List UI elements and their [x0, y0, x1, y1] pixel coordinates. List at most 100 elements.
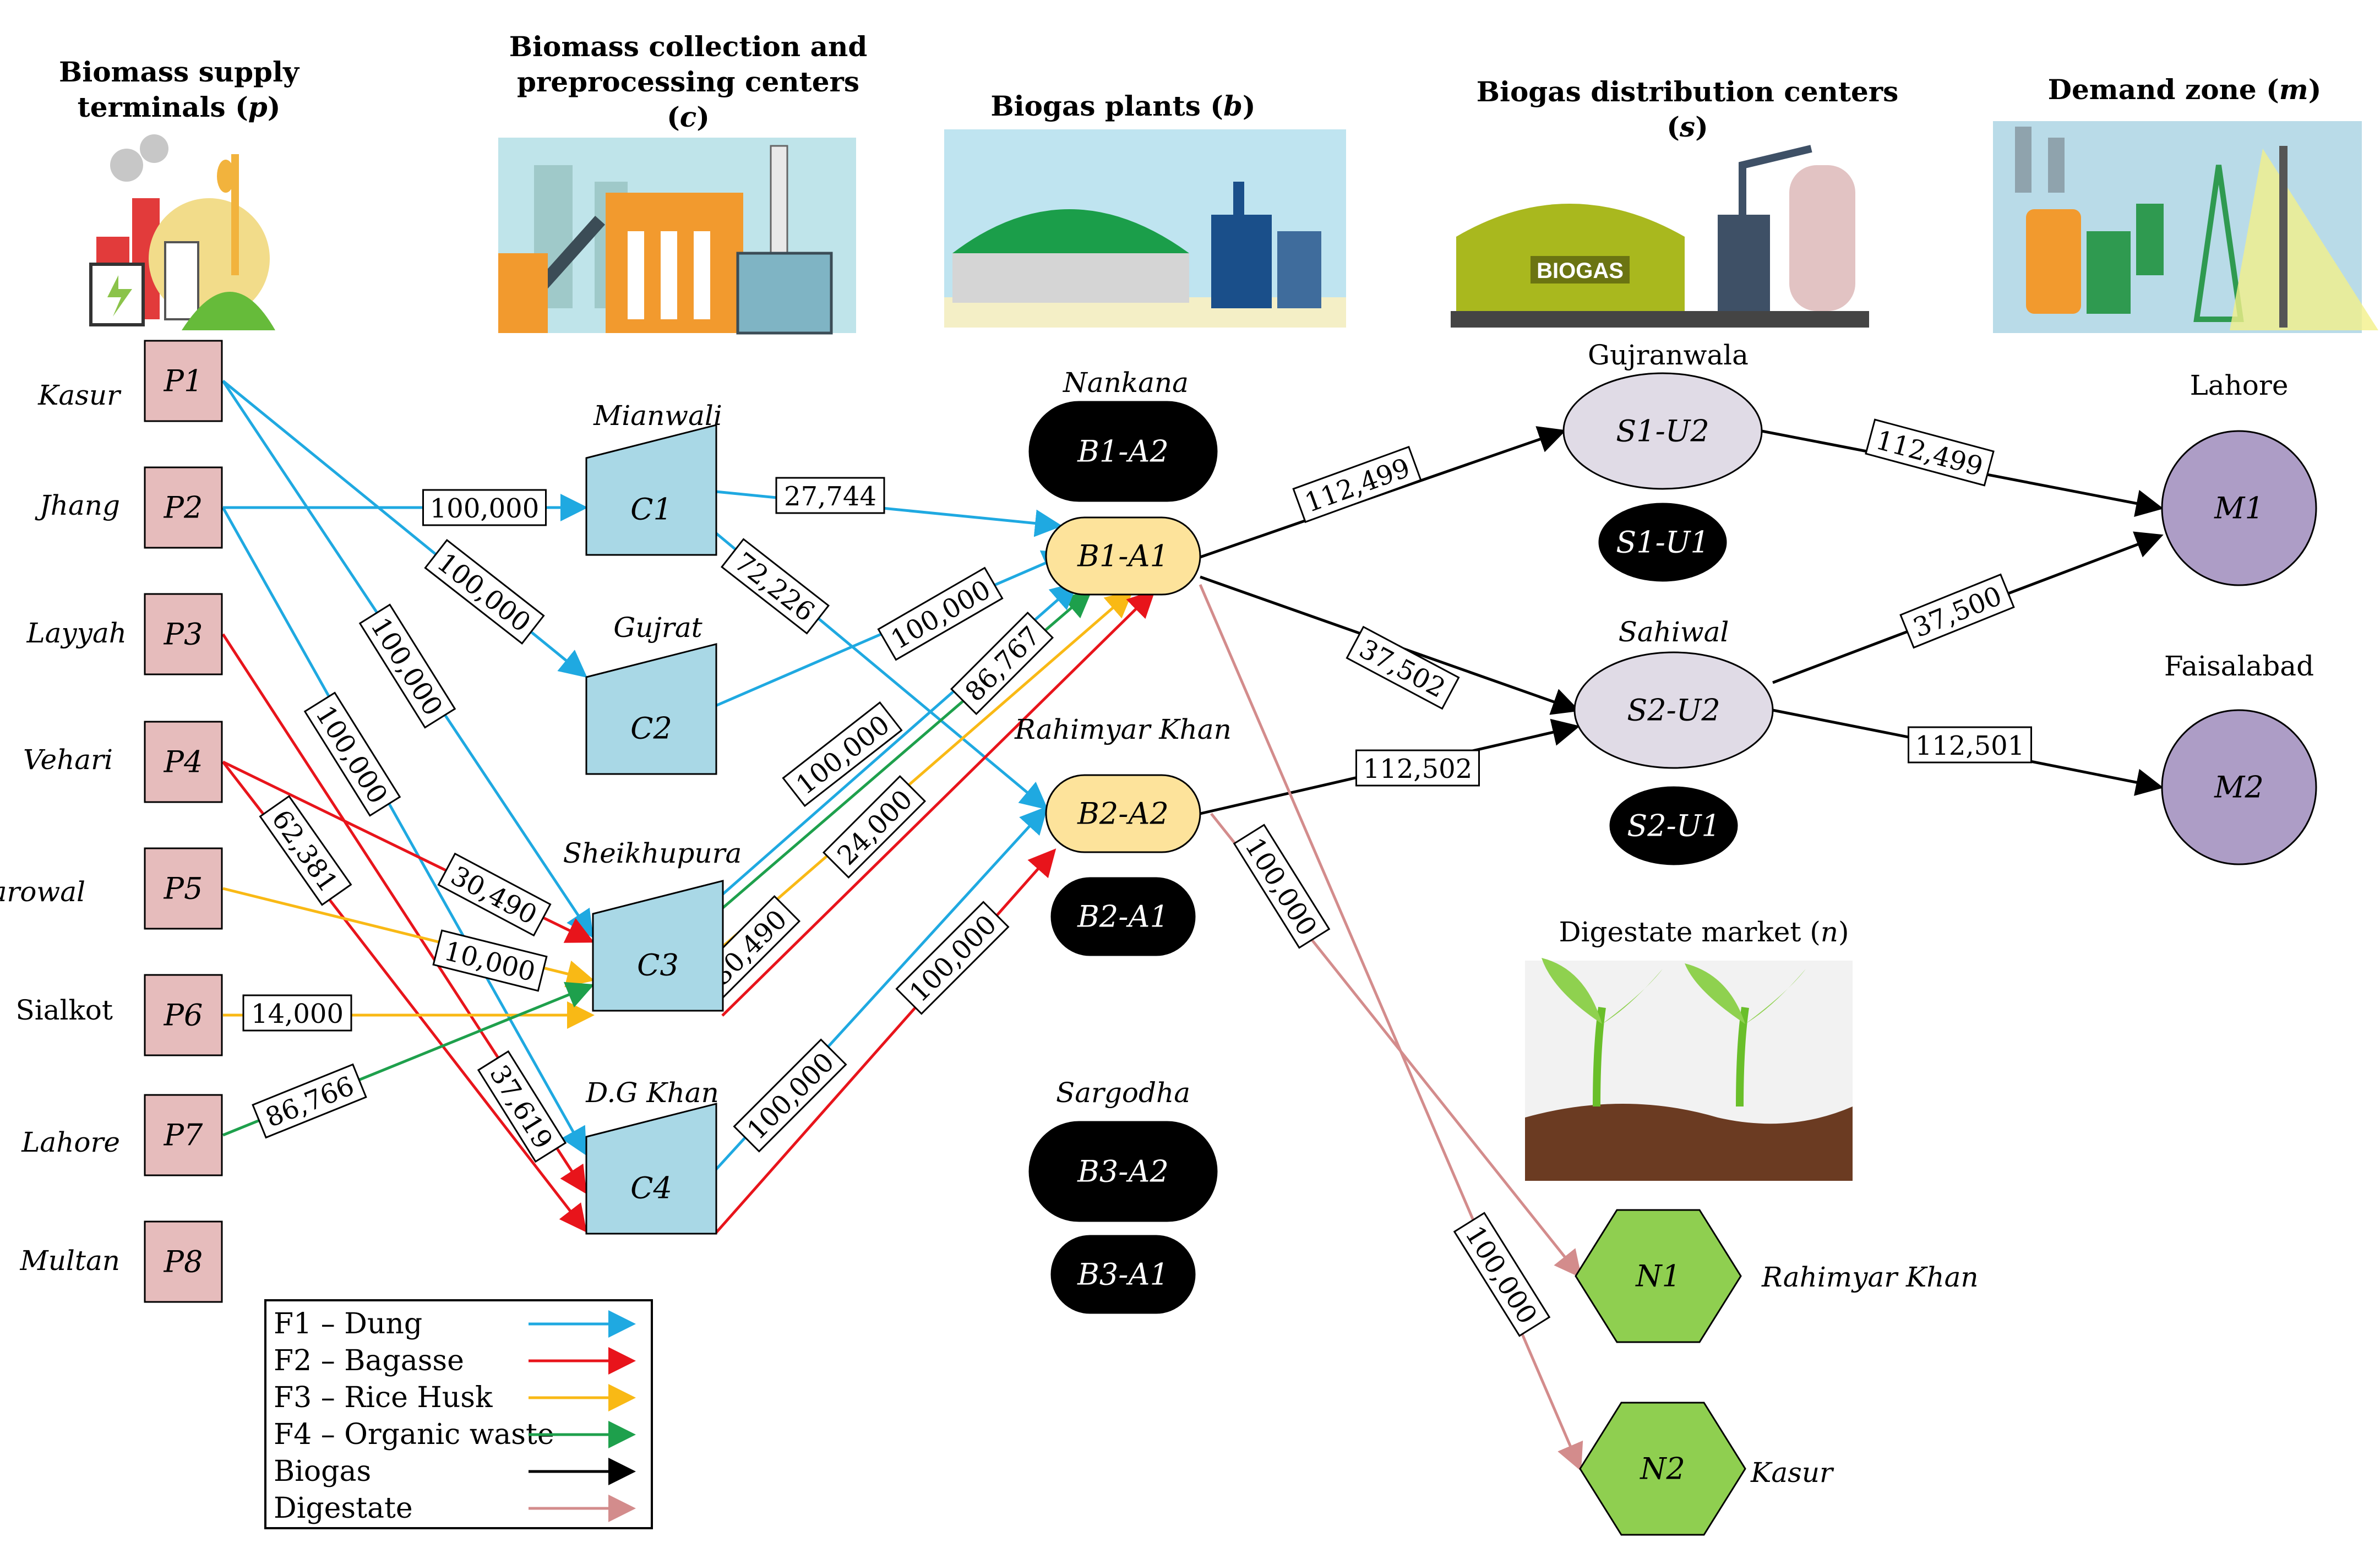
digestate-city: Kasur: [1750, 1457, 1834, 1489]
demand-zone-illustration: [1993, 121, 2378, 333]
flow-label-box: [242, 994, 352, 1032]
distribution-node-s2-u1: S2-U1: [1609, 786, 1738, 865]
flow-value: 86,767: [959, 620, 1046, 707]
supply-id: P3: [164, 617, 203, 652]
distribution-closed-shape: [1609, 786, 1738, 865]
demand-id: M1: [2214, 491, 2264, 526]
distribution-open-shape: [1562, 372, 1763, 490]
distribution-node-s1-u1: S1-U1: [1598, 503, 1727, 582]
legend-item-f1: F1 – Dung: [274, 1307, 636, 1340]
legend-item-biogas: Biogas: [274, 1455, 636, 1488]
flow-label-box: [437, 852, 552, 937]
flow-label-box: [259, 795, 352, 906]
flow-value: 100,000: [903, 909, 1003, 1008]
header-demand: Demand zone (m): [2048, 73, 2322, 106]
flow-value: 100,000: [364, 612, 449, 721]
flow-label: 37,619: [477, 1050, 567, 1163]
flow-label-box: [1453, 1212, 1551, 1337]
flow-label-box: [1908, 726, 2032, 764]
flow-value: 14,000: [251, 999, 344, 1029]
digestate-node-n2: N2 Kasur: [1579, 1402, 1834, 1536]
supply-id: P7: [164, 1118, 203, 1153]
plant-closed-shape: [1028, 401, 1218, 502]
flow-label-box: [895, 901, 1010, 1015]
flow-label: 100,000: [733, 1038, 847, 1153]
supply-city: Kasur: [37, 379, 122, 411]
flow-label-box: [477, 1050, 567, 1163]
collection-city: D.G Khan: [585, 1077, 719, 1109]
collection-id: C4: [630, 1171, 672, 1206]
demand-circle: [2161, 709, 2317, 865]
flow-value: 37,500: [1909, 580, 2006, 644]
collection-city: Sheikhupura: [563, 837, 742, 869]
supply-box: [144, 721, 223, 803]
svg-text:terminals (p): terminals (p): [78, 91, 281, 123]
flow-label-box: [1899, 573, 2015, 649]
plant-node-b1-a2: B1-A2: [1028, 401, 1218, 502]
plant-node-b1-a1: B1-A1: [1045, 516, 1201, 596]
plant-id: B3-A2: [1077, 1154, 1169, 1189]
flow-value: 100,000: [1239, 832, 1323, 941]
flow-label: 100,000: [895, 901, 1010, 1015]
flow-label-box: [720, 538, 830, 635]
supply-box: [144, 1220, 223, 1303]
distribution-id: S2-U1: [1627, 809, 1720, 843]
supply-city: Sialkot: [15, 994, 113, 1026]
legend-label: F2 – Bagasse: [274, 1344, 464, 1377]
flow-value: 112,501: [1915, 731, 2025, 761]
flow-value: 112,499: [1301, 453, 1414, 519]
supply-box: [144, 1094, 223, 1176]
collection-trapezoid: [585, 424, 717, 556]
plant-node-b2-a2: B2-A2: [1045, 774, 1201, 853]
supply-node-p7: P7 Lahore: [21, 1094, 223, 1176]
supply-box: [144, 593, 223, 675]
flow-label-box: [1233, 824, 1331, 949]
supply-city: Lahore: [21, 1126, 120, 1158]
flow-label-box: [950, 611, 1054, 716]
flow-edge-c3-b1-a1: [721, 590, 1134, 948]
flow-label: 100,000: [1233, 824, 1331, 949]
svg-text:Biogas plants (b): Biogas plants (b): [990, 90, 1255, 122]
header-distribution-line1: Biogas distribution centers: [1477, 75, 1899, 108]
plant-id: B2-A1: [1077, 900, 1169, 934]
header-collection: Biomass collection and preprocessing cen…: [509, 30, 868, 133]
flow-label: 100,000: [424, 539, 545, 645]
flow-label-box: [422, 489, 547, 526]
legend-item-f3: F3 – Rice Husk: [274, 1381, 636, 1414]
flow-label-box: [733, 1038, 847, 1153]
plant-node-b3-a2: B3-A2: [1028, 1121, 1218, 1222]
flow-label-box: [877, 566, 1004, 661]
biogas-plant-illustration: [944, 129, 1346, 328]
plant-city-b2: Rahimyar Khan: [1014, 713, 1232, 745]
header-distribution: Biogas distribution centers (s): [1477, 75, 1899, 143]
digestate-id: N2: [1639, 1452, 1685, 1486]
flow-label: 100,000: [358, 603, 456, 729]
supply-id: P8: [164, 1245, 203, 1279]
flow-edge-c3-b1-a1: [721, 590, 1156, 1017]
flow-value: 100,000: [1459, 1220, 1543, 1329]
flow-label: 14,000: [242, 994, 352, 1032]
header-collection-line2: preprocessing centers: [517, 66, 859, 98]
collection-city: Gujrat: [613, 612, 702, 644]
flow-label: 37,502: [1346, 625, 1460, 710]
plant-open-shape: [1045, 516, 1201, 596]
plant-closed-shape: [1050, 1235, 1196, 1314]
distribution-id: S2-U2: [1627, 693, 1720, 728]
supply-box: [144, 340, 223, 422]
supply-city: Layyah: [26, 617, 127, 649]
biogas-distribution-illustration: BIOGAS: [1451, 145, 1869, 328]
flow-label: 27,744: [775, 477, 885, 514]
distribution-closed-shape: [1598, 503, 1727, 582]
flow-value: 72,226: [728, 547, 820, 628]
flow-label: 100,000: [1453, 1212, 1551, 1337]
flow-label-box: [782, 701, 903, 807]
legend-label: F4 – Organic waste: [274, 1418, 554, 1451]
svg-text:Digestate market (n): Digestate market (n): [1559, 916, 1849, 948]
